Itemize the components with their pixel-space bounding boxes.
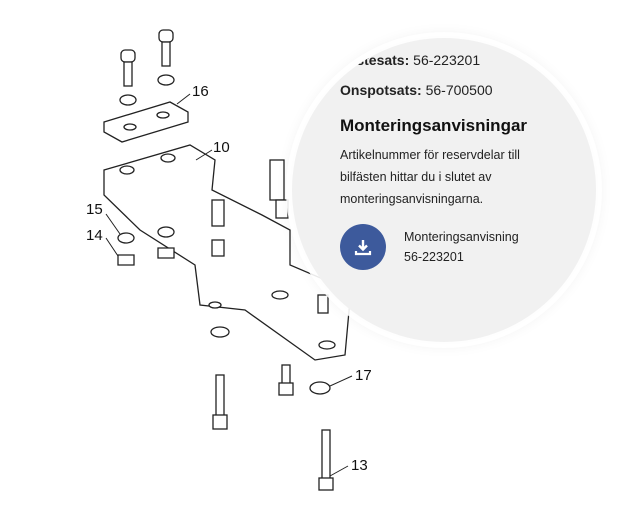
callout-label-14: 14 [86, 227, 103, 244]
callout-label-10: 10 [213, 139, 230, 156]
fastesats-value: 56-223201 [413, 52, 481, 68]
download-link[interactable]: Monteringsanvisning 56-223201 [340, 224, 596, 270]
callout-label-17: 17 [355, 367, 372, 384]
callout-label-16: 16 [192, 83, 209, 100]
section-heading: Monteringsanvisningar [340, 116, 528, 135]
download-button[interactable] [340, 224, 386, 270]
download-title[interactable]: Monteringsanvisning [404, 230, 519, 244]
fastesats-label: Fästesats: [340, 52, 410, 68]
onspotsats-row: Onspotsats: 56-700500 [340, 82, 596, 98]
download-icon [354, 240, 372, 256]
download-number: 56-223201 [404, 250, 464, 264]
info-callout: Fästesats: 56-223201 Onspotsats: 56-7005… [292, 38, 596, 342]
fastesats-row: Fästesats: 56-223201 [340, 52, 596, 68]
callout-label-13: 13 [351, 457, 368, 474]
onspotsats-label: Onspotsats: [340, 82, 422, 98]
callout-label-15: 15 [86, 201, 103, 218]
section-description: Artikelnummer för reservdelar till bilfä… [340, 148, 520, 206]
onspotsats-value: 56-700500 [425, 82, 493, 98]
